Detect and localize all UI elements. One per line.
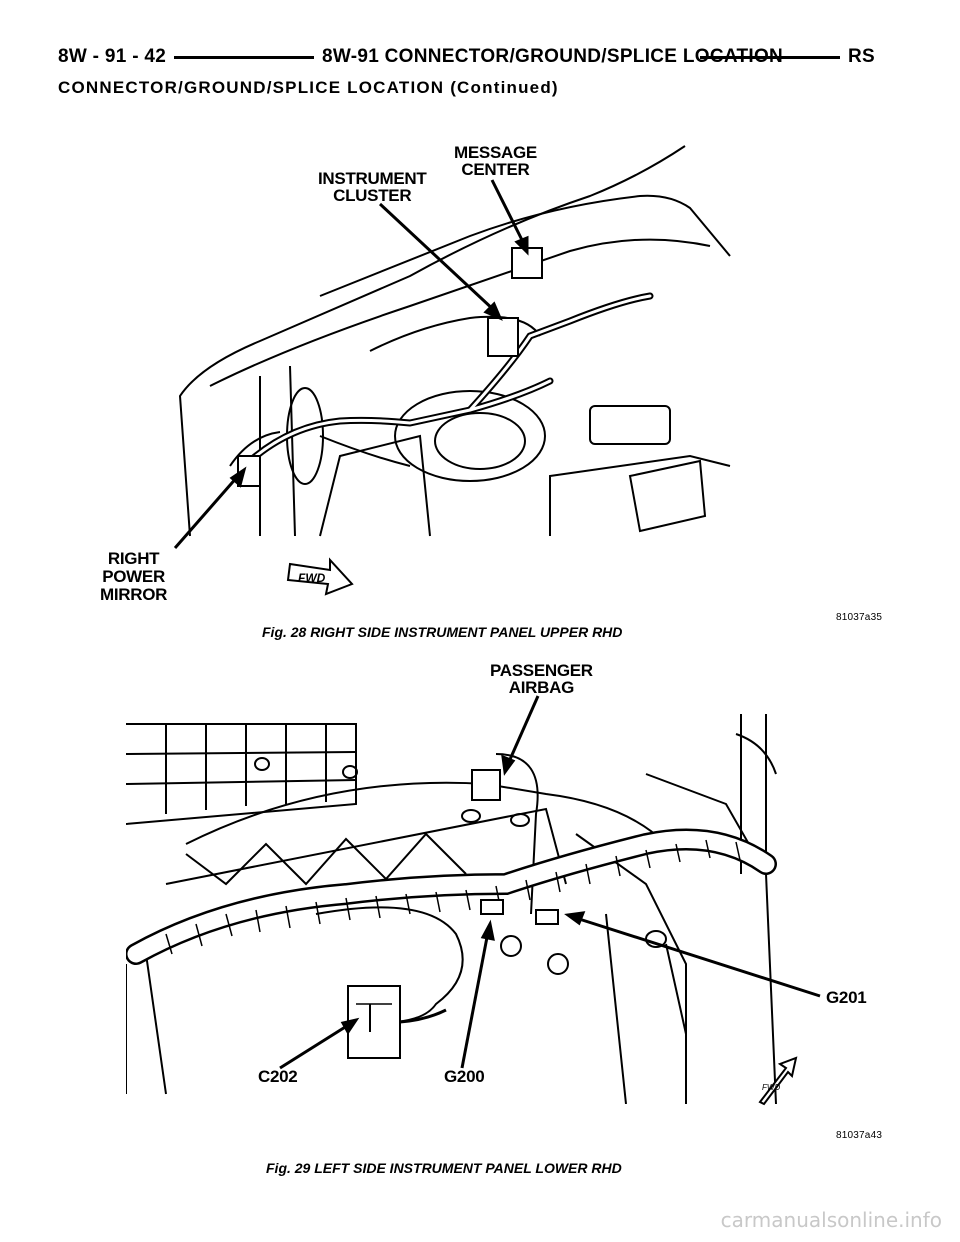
figure-28-illustration [170,136,740,546]
instrument-panel-upper-drawing [178,145,731,537]
callout-g200: G200 [444,1067,485,1086]
label-message-center-2: CENTER [461,160,530,179]
figure-29-image-code: 81037a43 [836,1130,883,1141]
callout-c202: C202 [258,1067,298,1086]
label-right-power-mirror: RIGHT [107,549,160,568]
fwd-arrow-icon-2: FWD [758,1056,798,1106]
figure-28-image-code: 81037a35 [836,612,883,623]
callout-passenger-airbag: PASSENGER AIRBAG [490,662,593,696]
figure-29-caption: Fig. 29 LEFT SIDE INSTRUMENT PANEL LOWER… [266,1160,622,1176]
callout-message-center: MESSAGE CENTER [454,144,537,178]
label-instrument-cluster: INSTRUMENT [318,169,427,188]
label-message-center: MESSAGE [454,143,537,162]
model-code: RS [848,46,875,67]
label-right-power-mirror-3: MIRROR [100,585,168,604]
fwd-arrow-icon: FWD [286,557,354,596]
figure-28-caption: Fig. 28 RIGHT SIDE INSTRUMENT PANEL UPPE… [262,624,623,640]
section-title: 8W-91 CONNECTOR/GROUND/SPLICE LOCATION [322,46,784,67]
watermark: carmanualsonline.info [720,1208,942,1232]
callout-right-power-mirror: RIGHT POWER MIRROR [100,550,167,604]
header-rule-left [174,56,314,59]
fwd-arrow-label: FWD [298,571,326,585]
label-passenger-airbag: PASSENGER [490,661,593,680]
label-passenger-airbag-2: AIRBAG [508,678,575,697]
continued-subtitle: CONNECTOR/GROUND/SPLICE LOCATION (Contin… [58,78,559,97]
figure-29-illustration [126,714,796,1104]
fwd-arrow-label-2: FWD [762,1083,780,1092]
page-header: 8W - 91 - 42 8W-91 CONNECTOR/GROUND/SPLI… [58,40,875,74]
figure-28-leader-lines [173,179,529,549]
callout-instrument-cluster: INSTRUMENT CLUSTER [318,169,427,205]
figure-29-leader-lines [279,695,821,1070]
page-number: 8W - 91 - 42 [58,46,167,67]
label-right-power-mirror-2: POWER [102,567,165,586]
header-rule-right [700,56,840,59]
callout-g201: G201 [826,988,867,1007]
instrument-panel-lower-drawing [126,714,777,1104]
label-instrument-cluster-2: CLUSTER [333,186,412,205]
